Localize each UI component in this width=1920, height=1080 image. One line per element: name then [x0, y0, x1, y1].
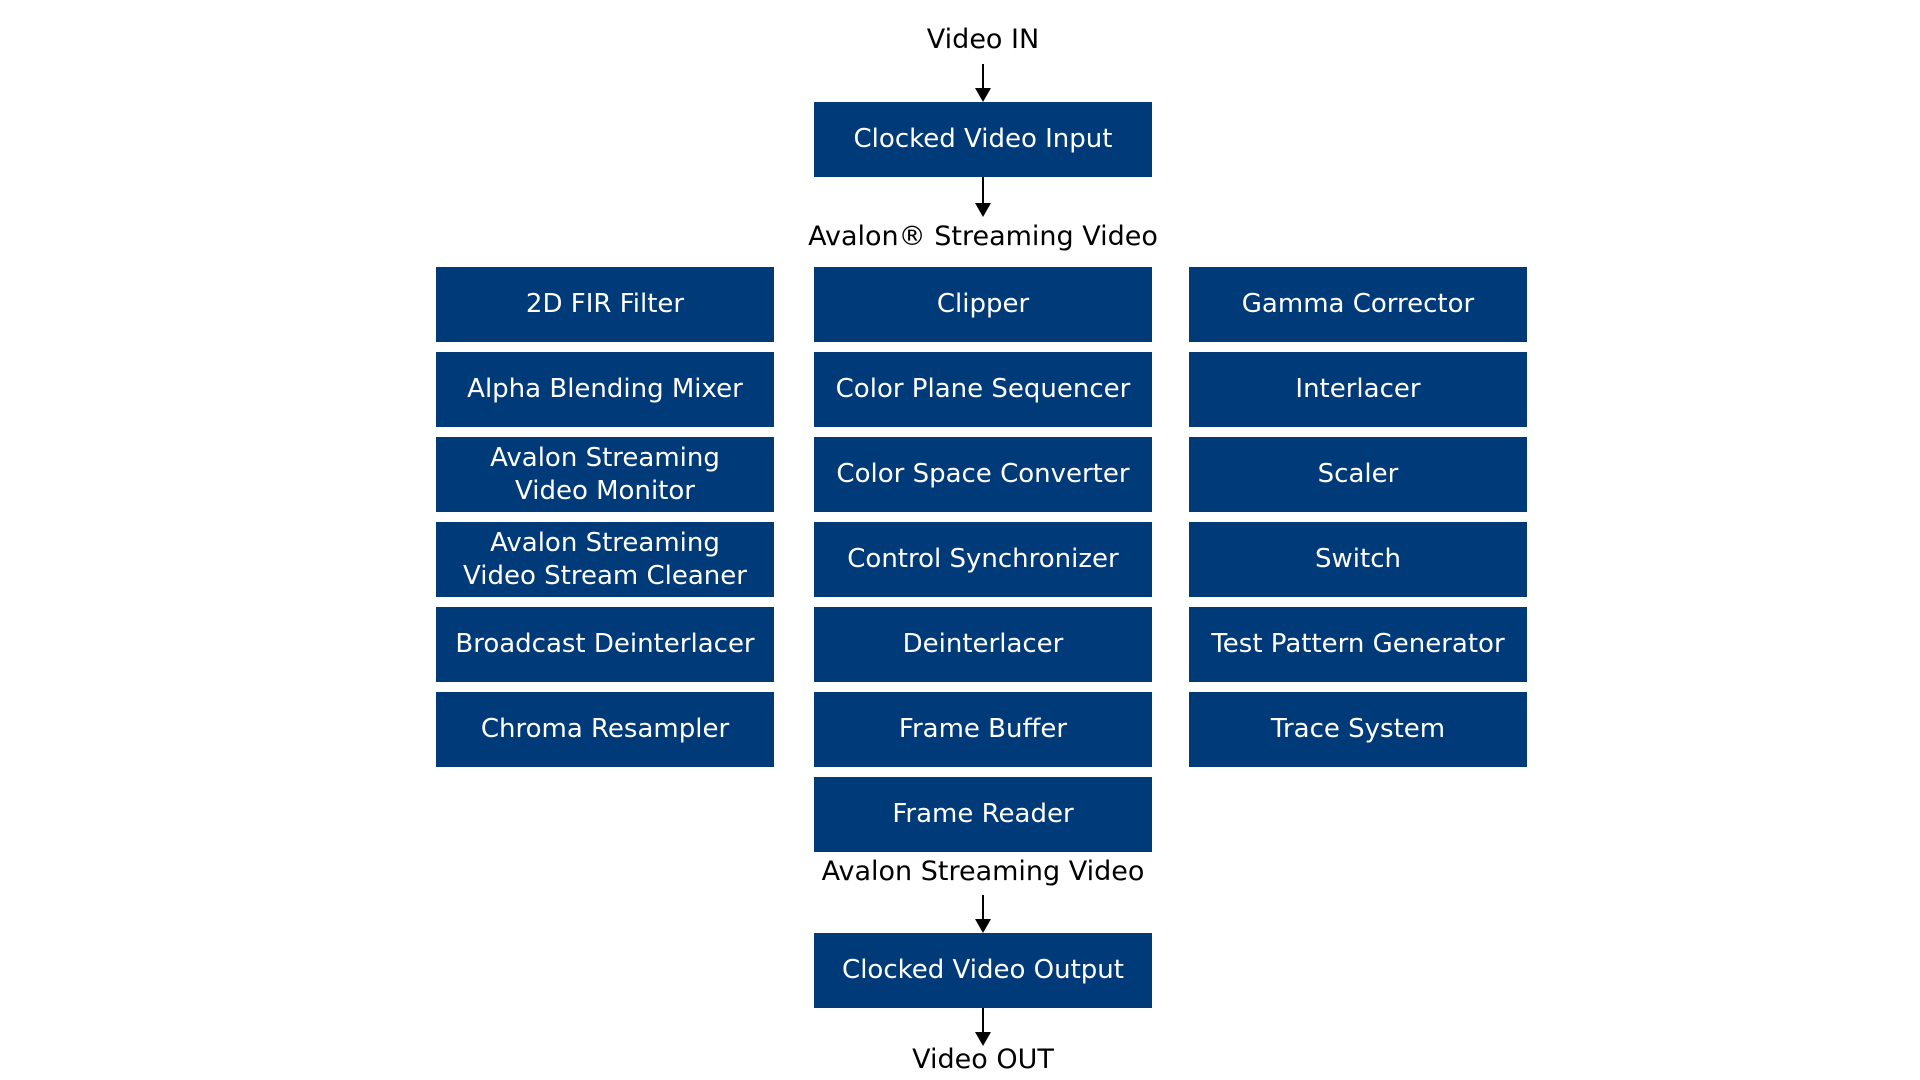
block-label: Color Plane Sequencer — [835, 374, 1131, 404]
ip-block: Clipper — [814, 267, 1152, 342]
ip-block: Frame Buffer — [814, 692, 1152, 767]
ip-block: Scaler — [1189, 437, 1527, 512]
ip-block: Frame Reader — [814, 777, 1152, 852]
ip-block: Control Synchronizer — [814, 522, 1152, 597]
ip-block: Test Pattern Generator — [1189, 607, 1527, 682]
ip-block: Broadcast Deinterlacer — [436, 607, 774, 682]
block-label: Frame Buffer — [898, 714, 1068, 744]
ip-block: Avalon Streaming Video Monitor — [436, 437, 774, 512]
block-label: Clipper — [936, 289, 1030, 319]
block-label: Chroma Resampler — [480, 714, 730, 744]
block-label: Interlacer — [1295, 374, 1421, 404]
avalon-streaming-video-in-label: Avalon® Streaming Video — [808, 221, 1158, 252]
block-label: Avalon Streaming Video Monitor — [490, 442, 720, 506]
block-label: Deinterlacer — [902, 629, 1064, 659]
ip-block: Gamma Corrector — [1189, 267, 1527, 342]
block-label: Scaler — [1317, 459, 1399, 489]
ip-block: 2D FIR Filter — [436, 267, 774, 342]
block-label: Clocked Video Input — [853, 124, 1113, 154]
ip-block: Color Space Converter — [814, 437, 1152, 512]
ip-block: Trace System — [1189, 692, 1527, 767]
block-label: Alpha Blending Mixer — [467, 374, 743, 404]
block-label: Clocked Video Output — [842, 955, 1124, 985]
block-label: Gamma Corrector — [1241, 289, 1475, 319]
block-label: 2D FIR Filter — [525, 289, 685, 319]
ip-block: Alpha Blending Mixer — [436, 352, 774, 427]
ip-block: Avalon Streaming Video Stream Cleaner — [436, 522, 774, 597]
video-in-label: Video IN — [926, 24, 1040, 55]
block-label: Broadcast Deinterlacer — [455, 629, 755, 659]
block-label: Control Synchronizer — [847, 544, 1119, 574]
avalon-streaming-video-out-label: Avalon Streaming Video — [821, 856, 1145, 887]
ip-block: Color Plane Sequencer — [814, 352, 1152, 427]
video-out-label: Video OUT — [912, 1044, 1054, 1075]
ip-block: Deinterlacer — [814, 607, 1152, 682]
block-label: Trace System — [1270, 714, 1446, 744]
ip-block: Interlacer — [1189, 352, 1527, 427]
clocked-video-input-block: Clocked Video Input — [814, 102, 1152, 177]
arrow-down-icon — [972, 64, 994, 102]
arrow-down-icon — [972, 1008, 994, 1046]
block-label: Test Pattern Generator — [1211, 629, 1505, 659]
block-label: Avalon Streaming Video Stream Cleaner — [463, 527, 747, 591]
ip-block: Switch — [1189, 522, 1527, 597]
arrow-down-icon — [972, 895, 994, 933]
arrow-down-icon — [972, 177, 994, 217]
clocked-video-output-block: Clocked Video Output — [814, 933, 1152, 1008]
ip-block: Chroma Resampler — [436, 692, 774, 767]
block-label: Color Space Converter — [836, 459, 1130, 489]
block-label: Switch — [1315, 544, 1401, 574]
block-label: Frame Reader — [892, 799, 1074, 829]
